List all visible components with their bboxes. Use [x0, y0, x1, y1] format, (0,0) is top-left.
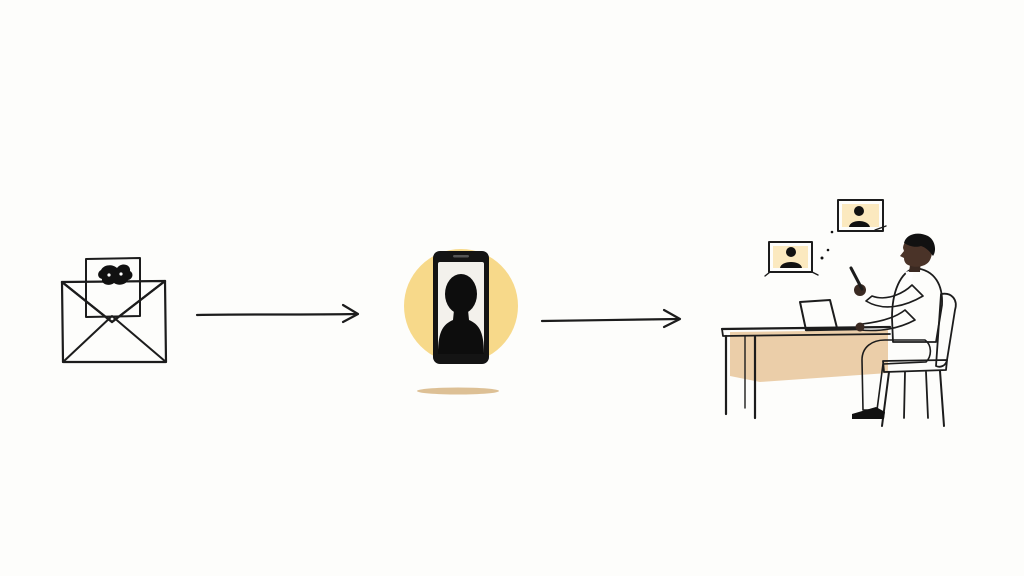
profile-silhouette-icon	[438, 274, 484, 354]
desk-icon	[720, 325, 892, 420]
arrow-envelope-to-phone	[195, 303, 360, 324]
laptop-icon	[799, 299, 864, 332]
letter-icon	[85, 257, 141, 318]
phone-shadow	[417, 387, 499, 395]
chair-icon	[881, 292, 957, 427]
person-icon	[849, 233, 943, 419]
video-call-frame-icon	[837, 199, 887, 232]
person-at-desk-icon	[720, 199, 957, 427]
envelope-icon	[60, 257, 168, 364]
smartphone-icon	[404, 249, 518, 395]
arrow-phone-to-workstation	[540, 308, 682, 329]
video-call-frame-icon	[764, 241, 819, 277]
